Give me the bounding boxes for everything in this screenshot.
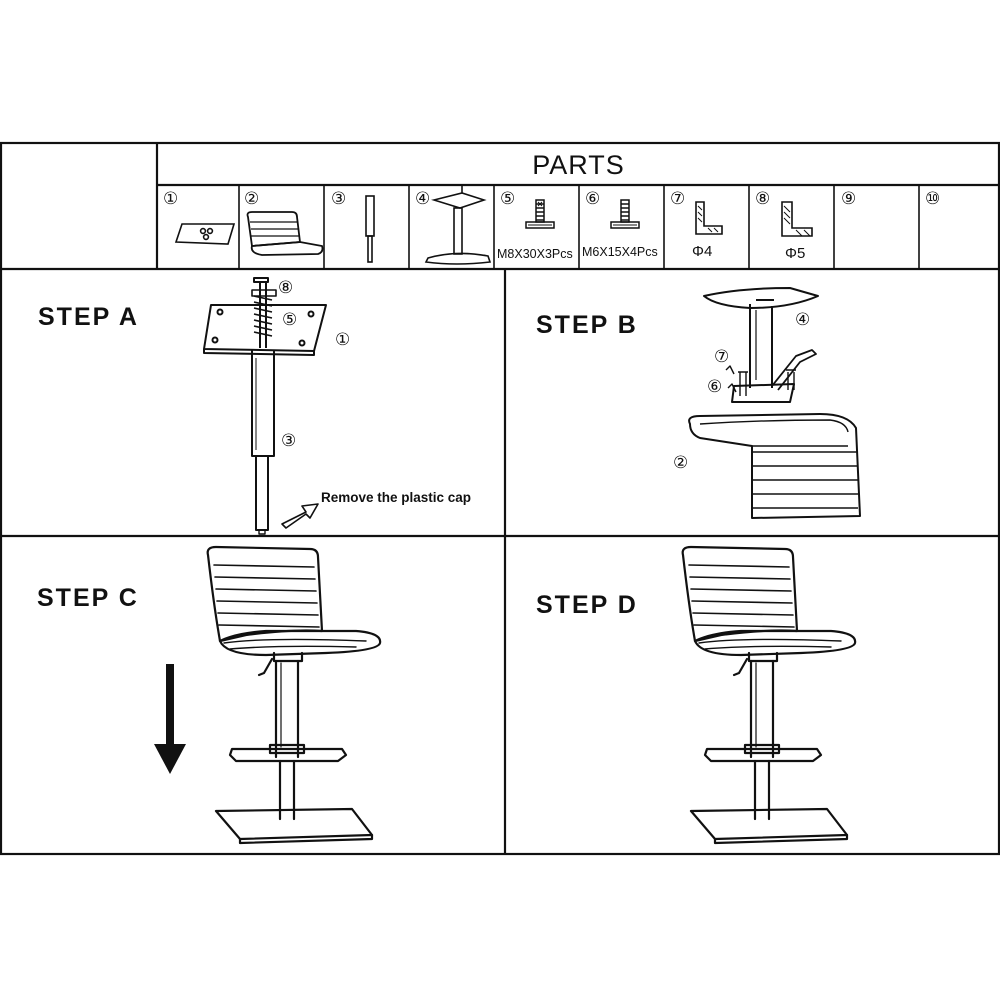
step-a-callout: ⑧ (278, 278, 294, 298)
step-c-label: STEP C (37, 584, 139, 612)
part-number: ③ (331, 189, 347, 209)
part-number: ① (163, 189, 179, 209)
part-number: ⑧ (755, 189, 771, 209)
part-number: ⑦ (670, 189, 686, 209)
step-a-callout: ① (335, 330, 351, 350)
step-a-callout: ③ (281, 431, 297, 451)
step-d-label: STEP D (536, 591, 638, 619)
step-b-callout: ② (673, 453, 689, 473)
step-b-callout: ⑥ (707, 377, 723, 397)
remove-plastic-cap-note: Remove the plastic cap (321, 490, 472, 505)
step-b-label: STEP B (536, 311, 638, 339)
step-a-callout: ⑤ (282, 310, 298, 330)
part-number: ⑨ (841, 189, 857, 209)
parts-title: PARTS (532, 149, 625, 180)
step-a-label: STEP A (38, 303, 139, 331)
part-number: ⑩ (925, 189, 941, 209)
part-number: ⑥ (585, 189, 601, 209)
step-b-callout: ⑦ (714, 347, 730, 367)
part-spec-label: M8X30X3Pcs (497, 247, 573, 261)
part-spec-label: Φ4 (692, 243, 713, 260)
part-spec-label: M6X15X4Pcs (582, 245, 658, 259)
part-number: ② (244, 189, 260, 209)
step-b-callout: ④ (795, 310, 811, 330)
part-number: ⑤ (500, 189, 516, 209)
part-number: ④ (415, 189, 431, 209)
part-spec-label: Φ5 (785, 245, 806, 262)
